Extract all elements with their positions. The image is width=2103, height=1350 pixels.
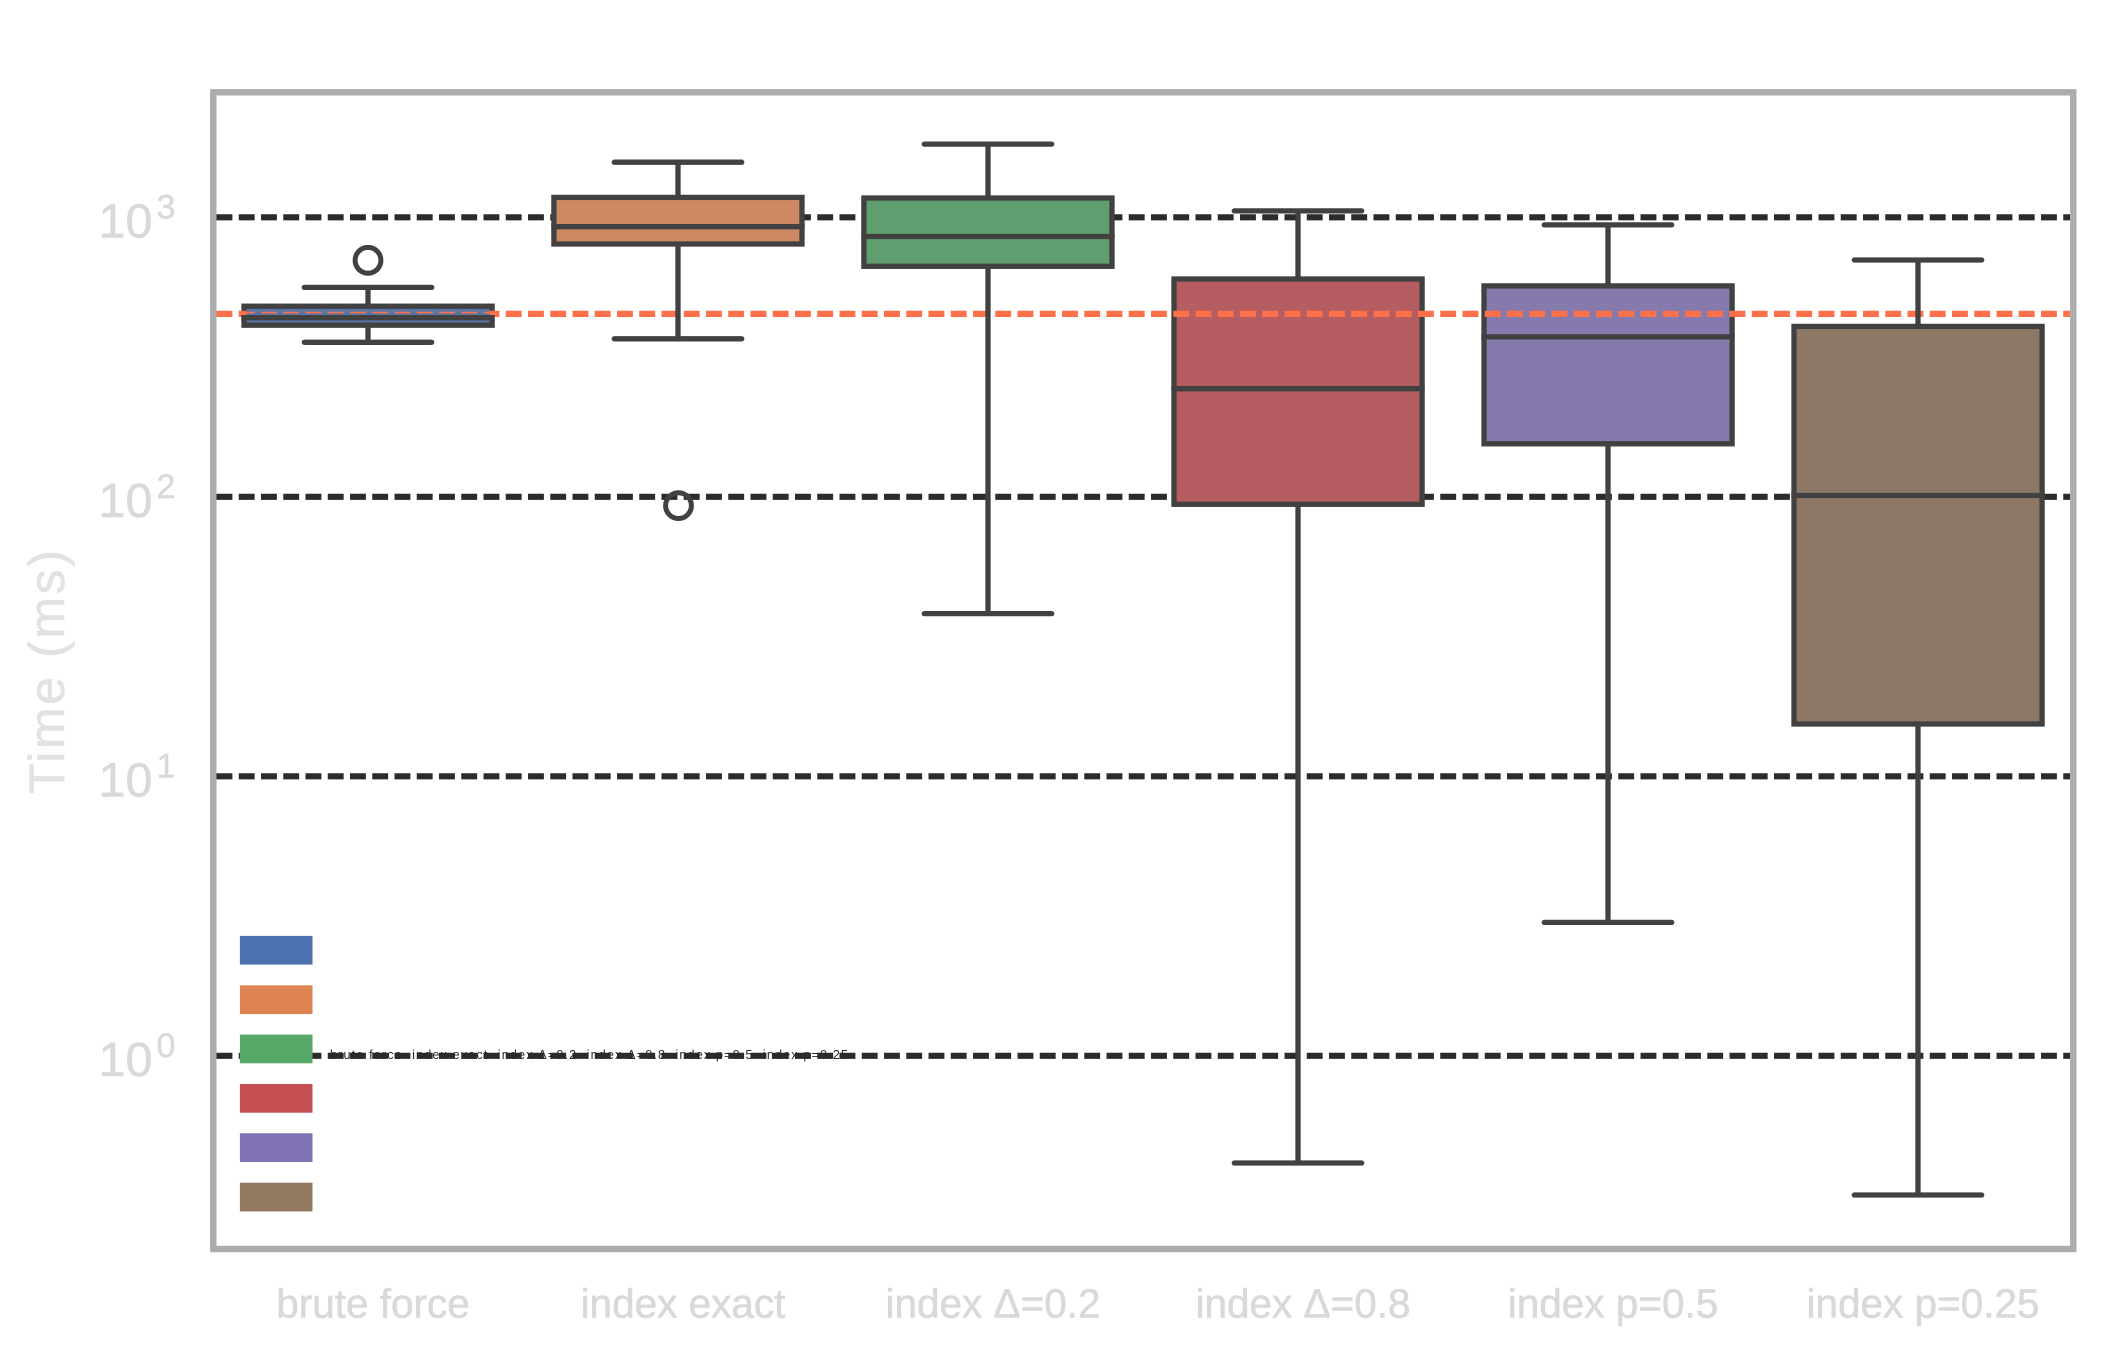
svg-text:10: 10 — [99, 474, 153, 528]
svg-text:Time (ms): Time (ms) — [19, 548, 75, 795]
svg-text:index Δ=0.2: index Δ=0.2 — [885, 1281, 1100, 1327]
svg-text:0: 0 — [157, 1027, 176, 1065]
svg-text:3: 3 — [157, 189, 176, 227]
svg-text:index p=0.5: index p=0.5 — [1508, 1281, 1719, 1327]
svg-text:1: 1 — [157, 748, 176, 786]
svg-text:brute force: brute force — [276, 1281, 470, 1327]
svg-text:brute force index exact inde: brute force index exact index Δ=0.2 inde… — [330, 1048, 849, 1062]
svg-text:index p=0.25: index p=0.25 — [1806, 1281, 2039, 1327]
svg-text:10: 10 — [99, 754, 153, 808]
svg-text:index Δ=0.8: index Δ=0.8 — [1195, 1281, 1410, 1327]
svg-text:10: 10 — [99, 195, 153, 249]
svg-text:2: 2 — [157, 468, 176, 506]
svg-text:10: 10 — [99, 1033, 153, 1087]
svg-text:index exact: index exact — [581, 1281, 786, 1327]
